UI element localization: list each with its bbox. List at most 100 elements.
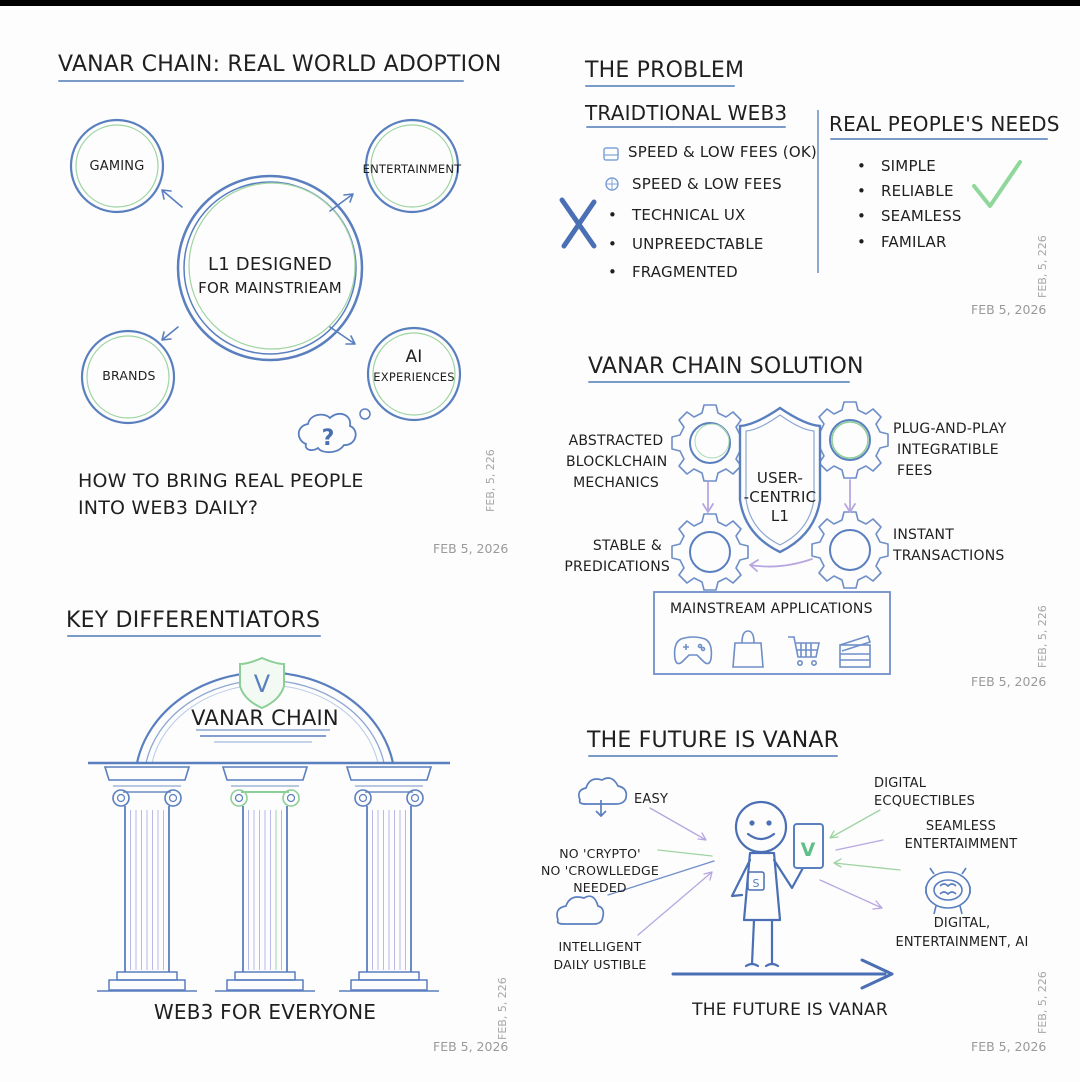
- question-line-1: HOW TO BRING REAL PEOPLE: [78, 470, 364, 492]
- center-line-2: FOR MAINSTRIEAM: [198, 279, 342, 297]
- future-title: THE FUTURE IS VANAR: [587, 728, 840, 753]
- mainstream-apps-label: MAINSTREAM APPLICATIONS: [670, 601, 873, 617]
- intelligent-line-1: INTELLIGENT: [558, 939, 642, 954]
- problem-item-4-text: UNPREEDCTABLE: [631, 235, 764, 253]
- timeline-arrow: [671, 958, 894, 990]
- adoption-title: VANAR CHAIN: REAL WORLD ADOPTION: [58, 52, 502, 77]
- gear-top-right-icon: [811, 401, 889, 479]
- svg-text:?: ?: [322, 426, 335, 451]
- center-circle: [176, 174, 364, 362]
- future-footer: THE FUTURE IS VANAR: [692, 1000, 888, 1020]
- real-needs-underline: [830, 138, 1048, 140]
- center-line-1: L1 DESIGNED: [207, 254, 333, 275]
- differentiators-title-underline: [67, 635, 321, 637]
- question-line-2: INTO WEB3 DAILY?: [78, 497, 259, 519]
- future-vertical-date: FEB, 5, 226: [1036, 971, 1049, 1034]
- top-right-label: PLUG-AND-PLAY INTEGRATIBLE FEES: [893, 419, 1006, 482]
- check-mark-icon: [972, 160, 1022, 208]
- label-digital-ai: DIGITAL, ENTERTAINMENT, AI: [892, 914, 1032, 952]
- adoption-diagram: ?: [69, 118, 462, 454]
- columns: [97, 766, 439, 992]
- future-illustration: V S: [556, 777, 971, 990]
- cloud-icon: [556, 895, 605, 925]
- need-item-1: • SIMPLE: [857, 157, 936, 175]
- top-right-line-2: INTEGRATIBLE: [897, 442, 999, 458]
- need-item-3: • SEAMLESS: [857, 207, 962, 225]
- digital-ai-line-1: DIGITAL,: [933, 916, 991, 931]
- svg-text:V: V: [801, 839, 816, 861]
- intelligent-line-2: DAILY USTIBLE: [553, 957, 647, 972]
- node-ai: AI: [405, 347, 423, 367]
- traditional-web3-underline: [586, 126, 786, 128]
- arrow-to-brands: [161, 326, 179, 341]
- svg-text:V: V: [254, 670, 271, 698]
- label-intelligent: INTELLIGENT DAILY USTIBLE: [545, 938, 655, 974]
- problem-title-underline: [585, 85, 735, 87]
- shield-line-1: USER-: [756, 469, 804, 487]
- problem-item-5: • FRAGMENTED: [608, 263, 738, 281]
- bottom-left-label: STABLE & PREDICATIONS: [560, 536, 670, 578]
- node-entertainment: ENTERTAINMENT: [362, 162, 462, 176]
- server-icon: [603, 147, 619, 161]
- ai-brain-icon: [925, 867, 971, 915]
- top-left-label: ABSTRACTED BLOCKLCHAIN MECHANICS: [566, 431, 668, 494]
- entertainment-circle: [364, 118, 460, 214]
- differentiators-footer: WEB3 FOR EVERYONE: [153, 1000, 377, 1024]
- bottom-left-line-1: STABLE &: [592, 538, 662, 554]
- seamless-line-2: ENTERTAIMMENT: [904, 837, 1018, 852]
- shield-icon: [738, 406, 822, 554]
- solution-title-underline: [588, 381, 850, 383]
- no-crypto-line-1: NO 'CRYPTO': [559, 846, 641, 861]
- brands-circle: [80, 329, 176, 425]
- clapperboard-icon: [839, 634, 872, 668]
- shield-line-3: L1: [770, 507, 790, 525]
- solution-vertical-date: FEB, 5, 226: [1036, 605, 1049, 668]
- top-left-line-1: ABSTRACTED: [568, 433, 664, 449]
- solution-diagram: [653, 401, 891, 675]
- top-left-line-2: BLOCKLCHAIN: [566, 454, 668, 470]
- shopping-cart-icon: [788, 636, 820, 666]
- temple-illustration: V: [88, 656, 450, 992]
- differentiators-title: KEY DIFFERENTIATORS: [66, 608, 321, 633]
- phone-icon: V: [793, 823, 824, 869]
- problem-item-1: SPEED & LOW FEES (OK): [628, 143, 817, 161]
- gamepad-icon: [673, 636, 713, 665]
- top-black-border: [0, 0, 1080, 6]
- node-gaming: GAMING: [89, 159, 145, 174]
- arrow-to-ai: [329, 326, 356, 345]
- need-item-4-text: FAMILAR: [880, 233, 947, 251]
- adoption-vertical-date: FEB, 5, 226: [484, 449, 497, 512]
- need-item-4: • FAMILAR: [857, 233, 947, 251]
- collectibles-line-1: DIGITAL: [874, 776, 927, 791]
- problem-item-4: • UNPREEDCTABLE: [608, 235, 764, 253]
- label-seamless: SEAMLESS ENTERTAIMMENT: [896, 818, 1026, 854]
- bottom-right-line-2: TRANSACTIONS: [893, 548, 1005, 564]
- column-1: [97, 766, 197, 992]
- right-arrows: [819, 809, 901, 910]
- need-item-1-text: SIMPLE: [880, 157, 936, 175]
- differentiators-date: FEB 5, 2026: [433, 1039, 509, 1054]
- problem-item-3: • TECHNICAL UX: [608, 206, 746, 224]
- ai-circle: [366, 326, 462, 422]
- differentiators-vertical-date: FEB, 5, 226: [496, 977, 509, 1040]
- no-crypto-line-3: NEEDED: [573, 880, 627, 895]
- stick-figure: [730, 800, 806, 968]
- gear-bottom-right-icon: [811, 511, 889, 589]
- traditional-web3-heading: TRAIDTIONAL WEB3: [585, 101, 788, 125]
- problem-item-3-text: TECHNICAL UX: [631, 206, 746, 224]
- bottom-right-label: INSTANT TRANSACTIONS: [893, 525, 1004, 567]
- solution-title: VANAR CHAIN SOLUTION: [588, 354, 864, 379]
- arrow-to-gaming: [161, 189, 183, 208]
- gaming-circle: [69, 118, 165, 214]
- problem-title: THE PROBLEM: [585, 58, 745, 83]
- problem-item-5-text: FRAGMENTED: [631, 263, 738, 281]
- cloud-download-icon: [578, 777, 628, 818]
- arch-label: VANAR CHAIN: [191, 706, 339, 730]
- future-date: FEB 5, 2026: [971, 1039, 1047, 1054]
- real-needs-heading: REAL PEOPLE'S NEEDS: [829, 112, 1060, 136]
- bottom-right-line-1: INSTANT: [893, 527, 954, 543]
- top-right-line-3: FEES: [897, 463, 933, 479]
- question-mark-cloud-icon: ?: [297, 408, 371, 454]
- adoption-arrows: [161, 189, 356, 345]
- node-experiences: EXPERIENCES: [373, 370, 455, 384]
